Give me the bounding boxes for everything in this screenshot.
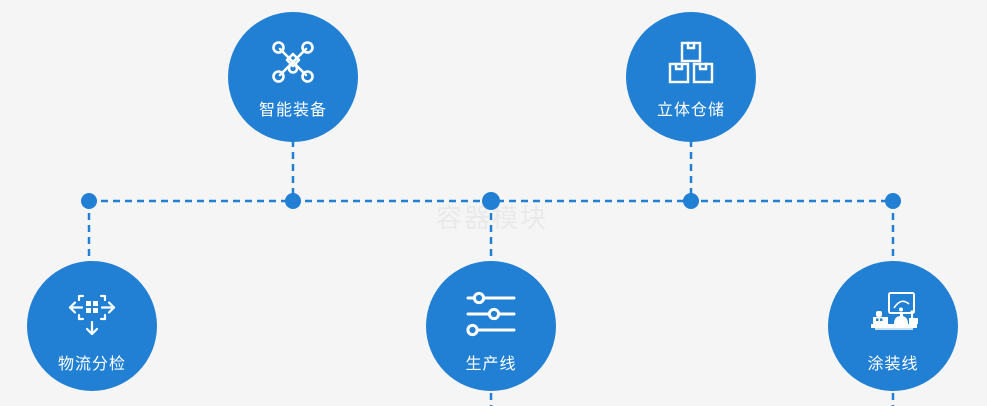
node-label-production-line: 生产线 bbox=[465, 356, 517, 373]
junction-logistics-sorting[interactable] bbox=[81, 193, 97, 209]
stacked-boxes-icon bbox=[666, 37, 716, 87]
workstation-monitor-icon bbox=[865, 289, 921, 339]
node-painting-line[interactable]: 涂装线 bbox=[828, 261, 958, 391]
junction-production-line[interactable] bbox=[482, 192, 500, 210]
node-label-logistics-sorting: 物流分检 bbox=[57, 356, 126, 373]
junction-stereo-warehouse[interactable] bbox=[683, 193, 699, 209]
sliders-icon bbox=[465, 289, 517, 339]
node-stereo-warehouse[interactable]: 立体仓储 bbox=[626, 12, 756, 142]
node-logistics-sorting[interactable]: 物流分检 bbox=[27, 261, 157, 391]
junction-painting-line[interactable] bbox=[885, 193, 901, 209]
junction-smart-equipment[interactable] bbox=[285, 193, 301, 209]
node-label-painting-line: 涂装线 bbox=[867, 356, 919, 373]
sorting-arrows-icon bbox=[66, 289, 118, 339]
node-label-smart-equipment: 智能装备 bbox=[258, 102, 327, 119]
node-smart-equipment[interactable]: 智能装备 bbox=[228, 12, 358, 142]
network-nodes-icon bbox=[268, 37, 318, 87]
node-label-stereo-warehouse: 立体仓储 bbox=[656, 102, 725, 119]
node-production-line[interactable]: 生产线 bbox=[426, 261, 556, 391]
